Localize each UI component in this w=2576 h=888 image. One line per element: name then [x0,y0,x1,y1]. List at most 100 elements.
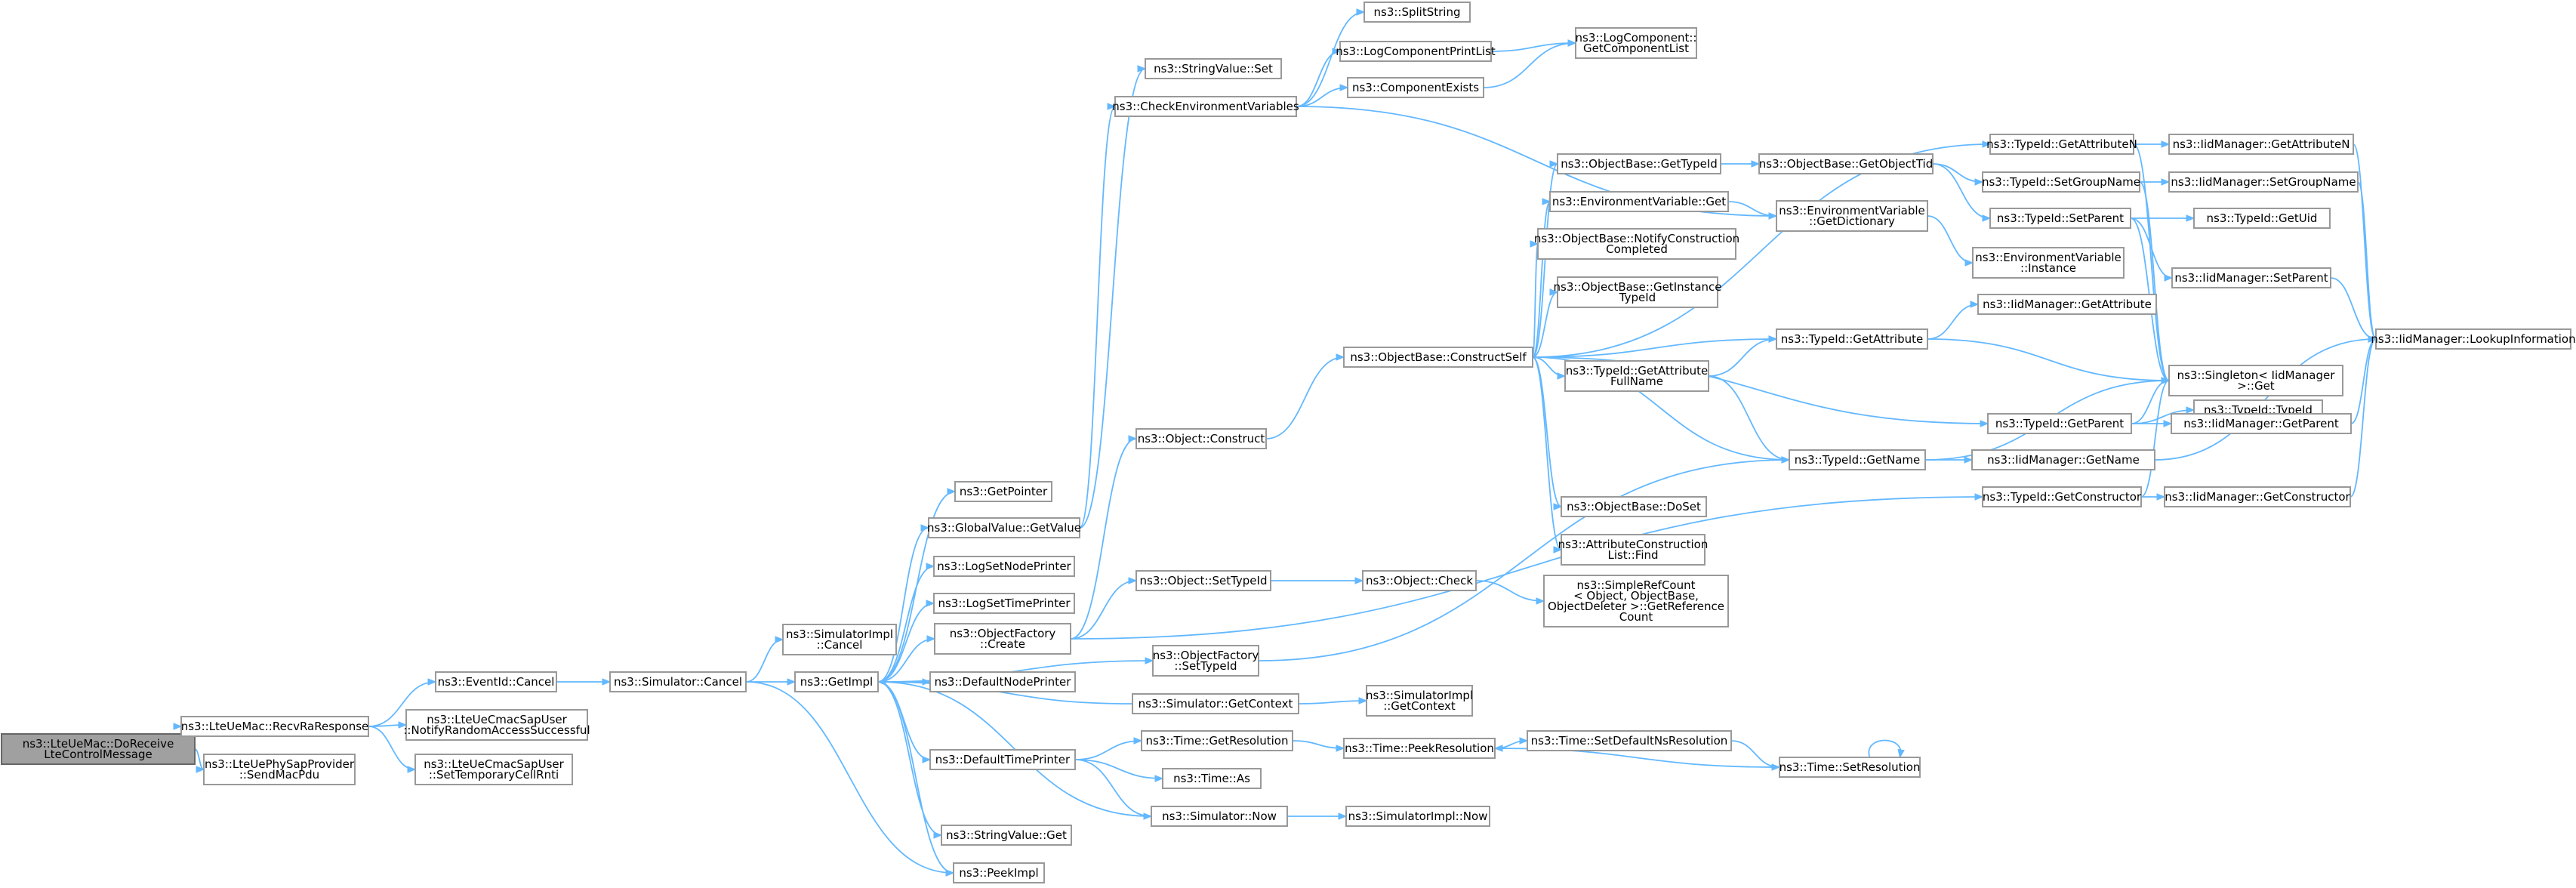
edge-arrowhead [926,563,935,570]
edge-obj-fact-create-to-obj-set-type-id [1070,577,1138,640]
node-obj-fact-create[interactable]: ns3::ObjectFactory::Create [934,623,1071,655]
node-def-node-printer[interactable]: ns3::DefaultNodePrinter [929,671,1076,692]
node-tid-get-name[interactable]: ns3::TypeId::GetName [1789,449,1926,470]
edge-arrowhead [1336,353,1345,361]
node-box [941,825,1072,846]
node-time-peek-res[interactable]: ns3::Time::PeekResolution [1343,738,1496,759]
node-iid-get-attr[interactable]: ns3::IidManager::GetAttribute [1977,294,2157,315]
node-env-get-dict[interactable]: ns3::EnvironmentVariable::GetDictionary [1776,200,1928,232]
node-env-instance[interactable]: ns3::EnvironmentVariable::Instance [1972,247,2125,279]
node-send-mac-pdu[interactable]: ns3::LteUePhySapProvider::SendMacPdu [203,754,356,785]
node-iid-set-parent[interactable]: ns3::IidManager::SetParent [2171,267,2331,288]
node-label: ns3::GetPointer [960,485,1048,498]
node-sim-now[interactable]: ns3::Simulator::Now [1151,806,1288,827]
node-tid-set-parent[interactable]: ns3::TypeId::SetParent [1989,208,2131,229]
node-comp-exists[interactable]: ns3::ComponentExists [1347,77,1484,98]
node-recv-ra[interactable]: ns3::LteUeMac::RecvRaResponse [180,716,369,737]
node-ob-do-set[interactable]: ns3::ObjectBase::DoSet [1561,496,1707,517]
node-log-comp-get-list[interactable]: ns3::LogComponent::GetComponentList [1575,27,1697,59]
node-box [794,671,879,692]
node-check-env[interactable]: ns3::CheckEnvironmentVariables [1112,96,1299,117]
edge-line [1532,163,1558,358]
node-iid-set-group[interactable]: ns3::IidManager::SetGroupName [2168,171,2359,193]
node-label: ns3::ComponentExists [1352,81,1479,94]
node-obj-check[interactable]: ns3::Object::Check [1362,570,1477,591]
edge-line [1483,42,1576,88]
node-sim-get-context[interactable]: ns3::Simulator::GetContext [1132,693,1299,714]
node-ob-get-type-id[interactable]: ns3::ObjectBase::GetTypeId [1557,153,1721,174]
edge-obj-check-to-ref-count [1475,580,1545,605]
node-tid-get-uid[interactable]: ns3::TypeId::GetUid [2193,208,2331,229]
node-time-set-default[interactable]: ns3::Time::SetDefaultNsResolution [1527,730,1732,751]
node-label: ns3::LogComponent:: [1576,31,1697,45]
node-env-get[interactable]: ns3::EnvironmentVariable::Get [1549,191,1729,212]
node-tid-get-attr[interactable]: ns3::TypeId::GetAttribute [1776,328,1928,350]
node-box [934,623,1071,655]
node-label: ns3::LogComponentPrintList [1336,45,1496,58]
edge-arrowhead [1530,240,1539,248]
node-tid-set-group[interactable]: ns3::TypeId::SetGroupName [1982,171,2140,193]
node-time-set-res[interactable]: ns3::Time::SetResolution [1779,757,1921,778]
node-def-time-printer[interactable]: ns3::DefaultTimePrinter [929,749,1076,770]
node-iid-get-parent[interactable]: ns3::IidManager::GetParent [2171,413,2352,434]
node-of-set-type-id[interactable]: ns3::ObjectFactory::SetTypeId [1152,645,1259,677]
node-box [203,754,356,785]
node-notify-ra[interactable]: ns3::LteUeCmacSapUser::NotifyRandomAcces… [403,709,590,741]
node-iid-get-constructor[interactable]: ns3::IidManager::GetConstructor [2164,486,2351,507]
node-gv-get-value[interactable]: ns3::GlobalValue::GetValue [927,517,1081,538]
node-log-node[interactable]: ns3::LogSetNodePrinter [933,556,1075,577]
node-box [1345,806,1490,827]
node-peek-impl[interactable]: ns3::PeekImpl [953,862,1045,883]
node-root[interactable]: ns3::LteUeMac::DoReceiveLteControlMessag… [1,733,196,765]
node-time-get-res[interactable]: ns3::Time::GetResolution [1141,730,1293,751]
node-string-set[interactable]: ns3::StringValue::Set [1145,58,1282,79]
edge-line [2357,181,2377,340]
node-obj-construct[interactable]: ns3::Object::Construct [1135,428,1267,449]
node-iid-get-attr-n[interactable]: ns3::IidManager::GetAttributeN [2168,134,2354,155]
node-box [1366,685,1473,717]
node-iid-lookup[interactable]: ns3::IidManager::LookupInformation [2371,328,2576,350]
edge-arrowhead [1354,577,1364,584]
node-box [1557,153,1721,174]
node-get-pointer[interactable]: ns3::GetPointer [954,481,1052,502]
node-split-string[interactable]: ns3::SplitString [1363,2,1471,23]
node-log-comp-print[interactable]: ns3::LogComponentPrintList [1336,41,1496,62]
node-sim-cancel[interactable]: ns3::Simulator::Cancel [609,671,747,692]
node-tid-get-constructor[interactable]: ns3::TypeId::GetConstructor [1982,486,2142,507]
node-singleton[interactable]: ns3::Singleton< IidManager >::Get [2168,365,2343,396]
node-string-get[interactable]: ns3::StringValue::Get [941,825,1072,846]
node-ob-notify[interactable]: ns3::ObjectBase::NotifyConstructionCompl… [1534,228,1739,260]
node-label: ns3::LteUeCmacSapUser [424,757,564,771]
node-box [2193,208,2331,229]
node-ob-get-object-tid[interactable]: ns3::ObjectBase::GetObjectTid [1758,153,1934,174]
node-box [1982,171,2140,193]
node-ref-count[interactable]: ns3::SimpleRefCount< Object, ObjectBase,… [1543,575,1729,627]
edge-obj-construct-self-to-ob-do-set [1532,356,1563,510]
node-obj-construct-self[interactable]: ns3::ObjectBase::ConstructSelf [1343,347,1533,368]
node-label: ::SendMacPdu [239,768,319,782]
node-label: ns3::EnvironmentVariable::Get [1552,195,1726,208]
node-event-cancel[interactable]: ns3::EventId::Cancel [435,671,557,692]
node-box [1151,806,1288,827]
node-sim-impl-now[interactable]: ns3::SimulatorImpl::Now [1345,806,1490,827]
node-get-impl[interactable]: ns3::GetImpl [794,671,879,692]
node-label: LteControlMessage [44,748,152,761]
node-sim-impl-cancel[interactable]: ns3::SimulatorImpl::Cancel [782,624,897,655]
node-label: ns3::IidManager::GetParent [2183,417,2339,430]
node-tid-get-attr-n[interactable]: ns3::TypeId::GetAttributeN [1986,134,2137,155]
node-time-as[interactable]: ns3::Time::As [1162,768,1262,789]
edge-line [1532,356,1562,507]
node-set-temp-rnti[interactable]: ns3::LteUeCmacSapUser::SetTemporaryCellR… [414,754,573,785]
node-box [1776,200,1928,232]
node-tid-get-parent[interactable]: ns3::TypeId::GetParent [1987,413,2132,434]
node-iid-get-name[interactable]: ns3::IidManager::GetName [1971,449,2155,470]
node-log-time[interactable]: ns3::LogSetTimePrinter [933,593,1075,614]
node-obj-set-type-id[interactable]: ns3::Object::SetTypeId [1135,570,1271,591]
node-label: TypeId [1619,291,1656,304]
node-label: ns3::TypeId::GetParent [1995,417,2124,430]
node-sim-impl-get-context[interactable]: ns3::SimulatorImpl::GetContext [1366,685,1473,717]
